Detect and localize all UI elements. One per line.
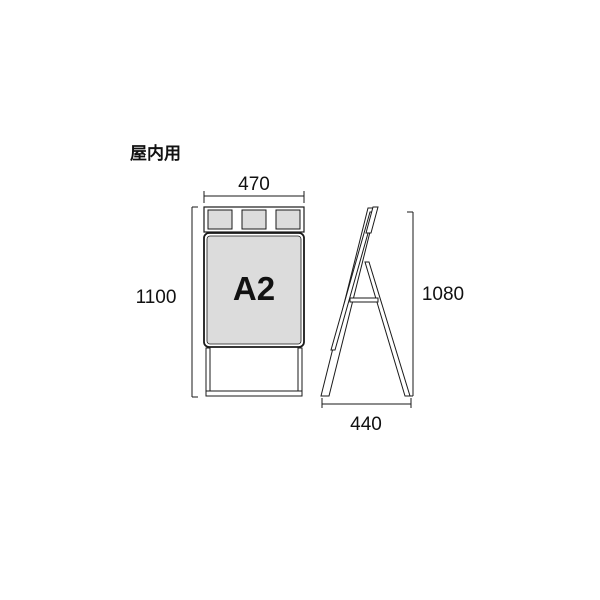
header-panel-left xyxy=(207,209,233,230)
usage-title: 屋内用 xyxy=(130,143,181,164)
front-height-label: 1100 xyxy=(136,287,177,308)
side-view: 1080 440 xyxy=(320,206,464,435)
side-back-leg xyxy=(364,261,411,397)
front-leg-left xyxy=(205,347,211,396)
side-header-edge xyxy=(365,206,379,234)
side-depth-dimension xyxy=(321,398,412,408)
side-cross-brace xyxy=(349,297,379,303)
front-view: 470 1100 A2 xyxy=(136,174,305,398)
header-panel-right xyxy=(275,209,301,230)
front-height-dimension xyxy=(191,206,198,398)
side-depth-label: 440 xyxy=(350,414,382,435)
side-height-label: 1080 xyxy=(422,284,464,305)
poster-size-label: A2 xyxy=(233,270,275,307)
front-bottom-bar xyxy=(205,390,303,397)
front-width-dimension xyxy=(203,191,305,203)
poster-panel xyxy=(206,235,302,345)
header-frame xyxy=(203,206,305,233)
front-stand-frame xyxy=(205,347,303,397)
side-height-dimension xyxy=(407,211,414,397)
header-panel-center xyxy=(241,209,267,230)
front-width-label: 470 xyxy=(238,174,270,195)
front-leg-right xyxy=(297,347,303,396)
